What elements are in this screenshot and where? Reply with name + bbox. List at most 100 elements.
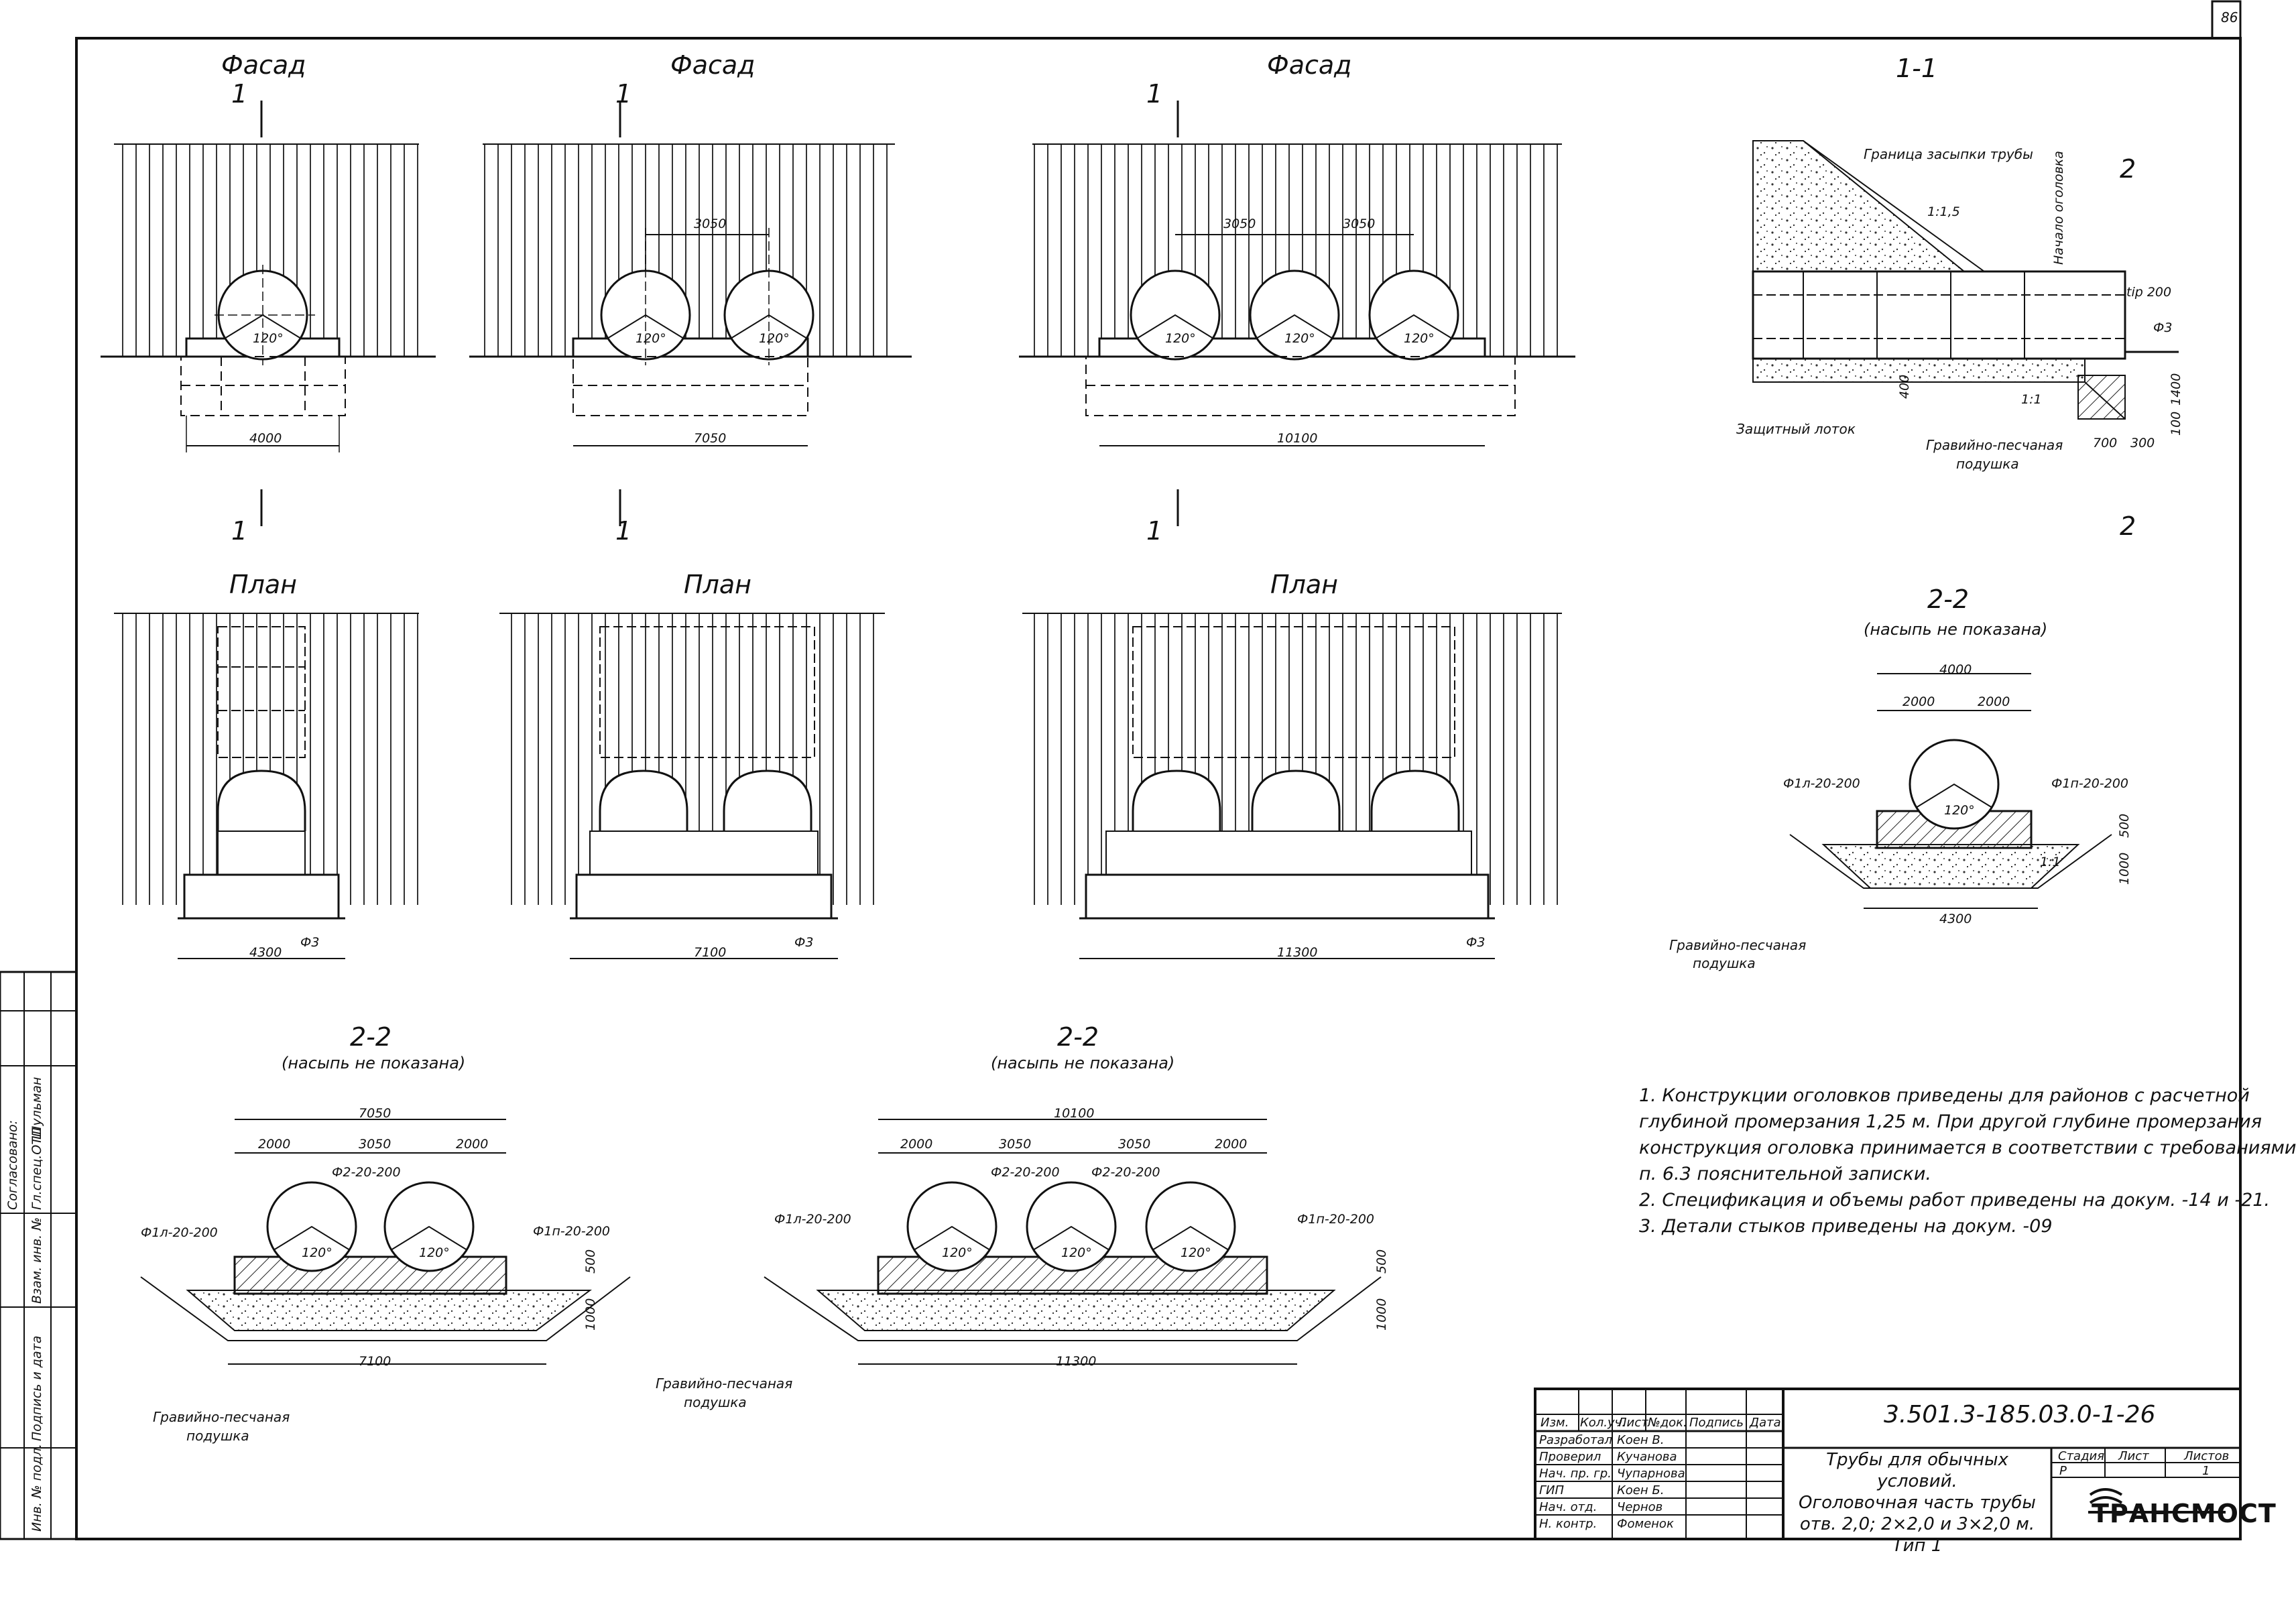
side-stamp-sign-date: Подпись и дата <box>29 1335 44 1441</box>
rebar-2-2-double-mid: Ф2-20-200 <box>332 1165 401 1180</box>
section-2-2-triple-subtitle: (насыпь не показана) <box>991 1054 1175 1072</box>
section-2-2-single-subtitle: (насыпь не показана) <box>1864 620 2048 639</box>
angle-2-2-triple-b: 120° <box>1061 1245 1092 1260</box>
angle-2-2-triple-c: 120° <box>1181 1245 1211 1260</box>
dim-2-2-double-bottom: 7100 <box>359 1354 391 1369</box>
rebar-2-2-triple-left: Ф1л-20-200 <box>774 1212 851 1227</box>
angle-facade-2b: 120° <box>759 331 790 346</box>
note-line-5: 2. Спецификация и объемы работ приведены… <box>1639 1190 2271 1211</box>
tb-header-koluch: Кол.уч. <box>1580 1416 1626 1430</box>
cushion-label-1-1-line1: Гравийно-песчаная <box>1926 437 2063 453</box>
dim-2-2-triple-right: 2000 <box>1215 1137 1248 1152</box>
cushion-label-1-1-line2: подушка <box>1956 456 2019 472</box>
dim-facade-triple-spacing-2: 3050 <box>1343 217 1376 231</box>
dim-facade-single-width: 4000 <box>249 431 282 446</box>
drawing-title: Трубы для обычных условий. Оголовочная ч… <box>1787 1449 2048 1556</box>
doc-code: 3.501.3-185.03.0-1-26 <box>1884 1401 2156 1428</box>
dim-2-2-double-total: 7050 <box>359 1106 391 1121</box>
angle-2-2-single: 120° <box>1944 803 1975 818</box>
facade-single <box>101 101 436 452</box>
section-2-2-double-subtitle: (насыпь не показана) <box>282 1054 466 1072</box>
tb-stage-label: Стадия <box>2058 1449 2105 1463</box>
dim-2-2-single-1000: 1000 <box>2117 852 2132 885</box>
angle-facade-3b: 120° <box>1284 331 1315 346</box>
dim-facade-triple-spacing-1: 3050 <box>1223 217 1256 231</box>
dim-2-2-double-1000: 1000 <box>583 1298 598 1331</box>
tb-role-5: Нач. отд. <box>1539 1500 1597 1514</box>
tb-role-1: Разработал <box>1539 1433 1613 1447</box>
tb-name-1: Коен В. <box>1617 1433 1665 1447</box>
drawing-title-line-1: Трубы для обычных условий. <box>1826 1450 2008 1491</box>
tb-name-3: Чупарнова <box>1617 1467 1685 1481</box>
section-1-1-title: 1-1 <box>1896 54 1938 83</box>
fill-boundary-label: Граница засыпки трубы <box>1864 146 2033 162</box>
side-stamp-inv-orig: Инв. № подл. <box>29 1443 44 1532</box>
rebar-2-2-single-right: Ф1п-20-200 <box>2051 776 2129 791</box>
rebar-2-2-double-left: Ф1л-20-200 <box>141 1225 218 1240</box>
cut-mark-1-facade-triple: 1 <box>1146 79 1163 109</box>
angle-facade-3a: 120° <box>1165 331 1196 346</box>
plan-title-double: План <box>684 570 751 599</box>
tb-header-signature: Подпись <box>1689 1416 1744 1430</box>
cut-mark-1-facade-double: 1 <box>615 79 632 109</box>
dim-1-1-100: 100 <box>2169 411 2183 436</box>
section-2-2-single <box>1789 673 2112 909</box>
dim-2-2-triple-bottom: 11300 <box>1056 1354 1097 1369</box>
tb-role-2: Проверил <box>1539 1450 1602 1464</box>
angle-2-2-triple-a: 120° <box>942 1245 973 1260</box>
dim-1-1-700: 700 <box>2093 436 2118 450</box>
dim-2-2-triple-1000: 1000 <box>1374 1298 1389 1331</box>
dim-2-2-triple-left: 2000 <box>900 1137 933 1152</box>
tb-sheets-label: Листов <box>2184 1449 2230 1463</box>
tb-header-date: Дата <box>1750 1416 1781 1430</box>
rebar-2-2-triple-mid-2: Ф2-20-200 <box>1091 1165 1160 1180</box>
facade-title-double: Фасад <box>670 50 756 80</box>
general-notes: 1. Конструкции оголовков приведены для р… <box>1639 1083 2296 1239</box>
rebar-2-2-triple-mid-1: Ф2-20-200 <box>991 1165 1060 1180</box>
rebar-plan-single: Ф3 <box>300 935 320 950</box>
note-line-1: 1. Конструкции оголовков приведены для р… <box>1639 1085 2250 1106</box>
plan-double <box>499 489 885 959</box>
section-2-2-triple-title: 2-2 <box>1057 1022 1099 1052</box>
cushion-2-2-triple-line2: подушка <box>684 1394 747 1410</box>
angle-2-2-double-a: 120° <box>302 1245 333 1260</box>
sheet-number: 86 <box>2221 9 2238 25</box>
tb-sheet-label: Лист <box>2118 1449 2149 1463</box>
dim-plan-triple-width: 11300 <box>1277 945 1318 960</box>
tb-role-4: ГИП <box>1539 1483 1565 1497</box>
protective-tray-label: Защитный лоток <box>1736 421 1856 437</box>
plan-title-triple: План <box>1270 570 1338 599</box>
dim-plan-single-width: 4300 <box>249 945 282 960</box>
facade-triple <box>1019 101 1575 446</box>
slope-label-1-1: 1:1,5 <box>1927 204 1960 219</box>
tb-header-ndoc: №док. <box>1648 1416 1687 1430</box>
dim-2-2-double-middle: 3050 <box>359 1137 391 1152</box>
dim-2-2-single-left: 2000 <box>1902 694 1935 709</box>
rebar-2-2-double-right: Ф1п-20-200 <box>533 1224 611 1239</box>
side-stamp-chief-spec: Гл.спец.ОТП <box>29 1127 44 1210</box>
note-line-3: конструкция оголовка принимается в соотв… <box>1639 1138 2296 1158</box>
dim-2-2-triple-500: 500 <box>1374 1249 1389 1274</box>
cushion-2-2-double-line2: подушка <box>186 1428 249 1444</box>
dim-facade-triple-width: 10100 <box>1277 431 1318 446</box>
facade-double <box>469 101 912 446</box>
note-line-2: глубиной промерзания 1,25 м. При другой … <box>1639 1111 2262 1132</box>
tb-header-list: Лист <box>1618 1416 1648 1430</box>
company-logo-mark <box>2088 1488 2226 1514</box>
drawing-title-line-4: Тип 1 <box>1892 1536 1943 1556</box>
dim-facade-double-width: 7050 <box>694 431 727 446</box>
plan-single <box>114 489 419 959</box>
section-2-2-double <box>140 1119 631 1365</box>
angle-facade-1: 120° <box>253 331 284 346</box>
dim-2-2-single-500: 500 <box>2117 813 2132 838</box>
facade-title-triple: Фасад <box>1267 50 1352 80</box>
drawing-title-line-3: отв. 2,0; 2×2,0 и 3×2,0 м. <box>1799 1514 2035 1534</box>
dim-1-1-300: 300 <box>2130 436 2155 450</box>
cushion-2-2-triple-line1: Гравийно-песчаная <box>656 1375 793 1392</box>
tb-role-6: Н. контр. <box>1539 1517 1597 1531</box>
cushion-2-2-single-line2: подушка <box>1693 955 1756 971</box>
dim-2-2-single-bottom: 4300 <box>1939 912 1972 926</box>
dim-facade-double-spacing: 3050 <box>694 217 727 231</box>
dim-1-1-1400: 1400 <box>2169 373 2183 406</box>
